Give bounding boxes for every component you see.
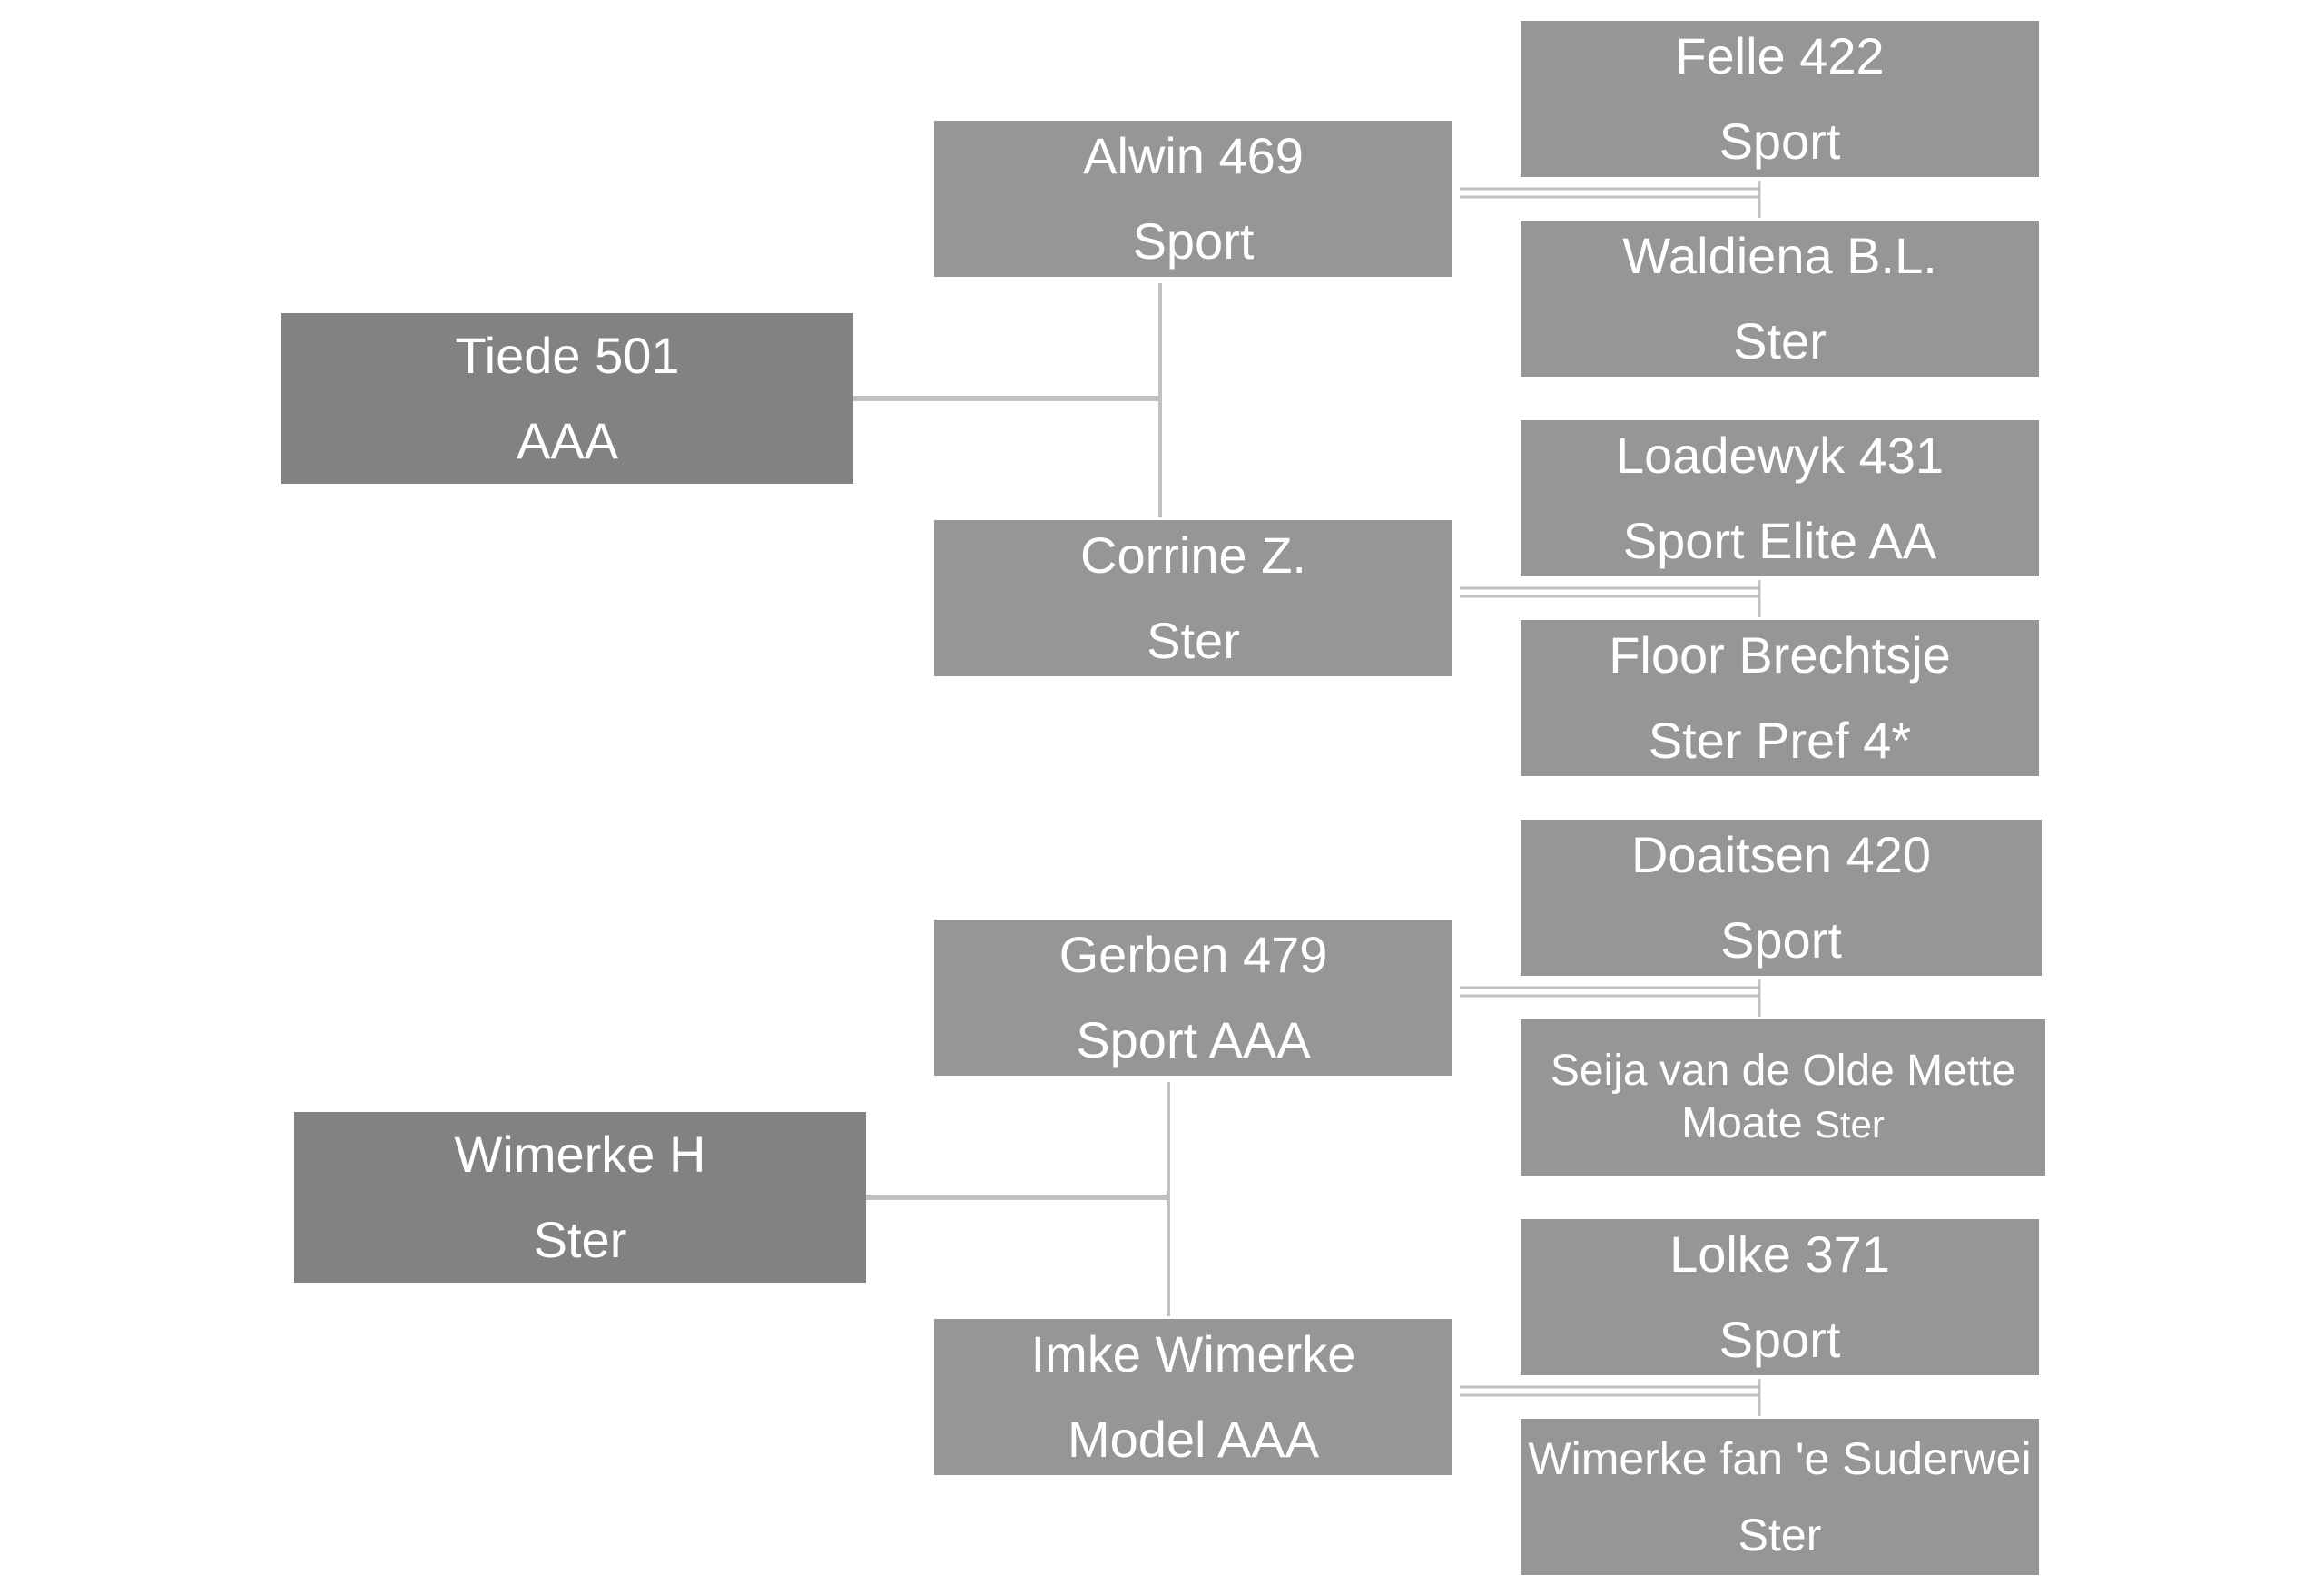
horse-box-gerben-479: Gerben 479 Sport AAA — [934, 920, 1452, 1076]
horse-box-doaitsen-420: Doaitsen 420 Sport — [1521, 820, 2042, 976]
horse-box-corrine-z: Corrine Z. Ster — [934, 520, 1452, 676]
horse-predicate: Sport Elite AA — [1622, 512, 1937, 569]
horse-box-wimerke-h: Wimerke H Ster — [294, 1112, 866, 1283]
horse-name: Doaitsen 420 — [1630, 826, 1931, 883]
horse-box-floor-brechtsje: Floor Brechtsje Ster Pref 4* — [1521, 620, 2039, 776]
horse-predicate: Model AAA — [1067, 1411, 1320, 1468]
horse-box-lolke-371: Lolke 371 Sport — [1521, 1219, 2039, 1375]
horse-box-felle-422: Felle 422 Sport — [1521, 21, 2039, 177]
horse-box-tiede-501: Tiede 501 AAA — [281, 313, 853, 484]
horse-predicate: AAA — [516, 412, 619, 469]
horse-predicate: Sport — [1132, 212, 1255, 270]
horse-box-seija-van-de-olde-mette-moate: Seija van de Olde Mette Moate Ster — [1521, 1019, 2045, 1176]
horse-box-alwin-469: Alwin 469 Sport — [934, 121, 1452, 277]
horse-predicate: Sport — [1718, 1311, 1841, 1368]
horse-predicate: Ster — [1733, 312, 1827, 369]
horse-box-loadewyk-431: Loadewyk 431 Sport Elite AA — [1521, 420, 2039, 576]
horse-name: Corrine Z. — [1080, 526, 1306, 584]
horse-predicate: Ster — [1814, 1103, 1885, 1146]
horse-name-continued-with-predicate: Moate Ster — [1681, 1102, 1885, 1146]
horse-predicate: Sport — [1720, 911, 1842, 969]
horse-name: Imke Wimerke — [1030, 1325, 1356, 1382]
horse-name: Seija van de Olde Mette — [1550, 1047, 2016, 1095]
horse-box-waldiena-bl: Waldiena B.L. Ster — [1521, 221, 2039, 377]
horse-name: Tiede 501 — [455, 327, 680, 384]
horse-name: Wimerke fan 'e Suderwei — [1528, 1433, 2032, 1484]
horse-box-imke-wimerke: Imke Wimerke Model AAA — [934, 1319, 1452, 1475]
horse-name: Alwin 469 — [1083, 127, 1304, 184]
horse-name: Gerben 479 — [1059, 926, 1328, 983]
horse-predicate: Ster Pref 4* — [1648, 712, 1912, 769]
horse-name: Floor Brechtsje — [1609, 626, 1951, 684]
horse-predicate: Ster — [1147, 612, 1240, 669]
horse-name: Lolke 371 — [1669, 1225, 1890, 1283]
horse-name: Felle 422 — [1675, 27, 1885, 84]
horse-predicate: Sport AAA — [1076, 1011, 1311, 1068]
horse-predicate: Sport — [1718, 113, 1841, 170]
horse-name: Waldiena B.L. — [1622, 227, 1937, 284]
horse-name: Loadewyk 431 — [1615, 427, 1945, 484]
horse-predicate: Ster — [1738, 1510, 1822, 1560]
horse-name: Wimerke H — [454, 1126, 706, 1183]
horse-box-wimerke-fan-e-suderwei: Wimerke fan 'e Suderwei Ster — [1521, 1419, 2039, 1575]
horse-predicate: Ster — [533, 1211, 627, 1268]
horse-name-continued: Moate — [1681, 1099, 1803, 1147]
